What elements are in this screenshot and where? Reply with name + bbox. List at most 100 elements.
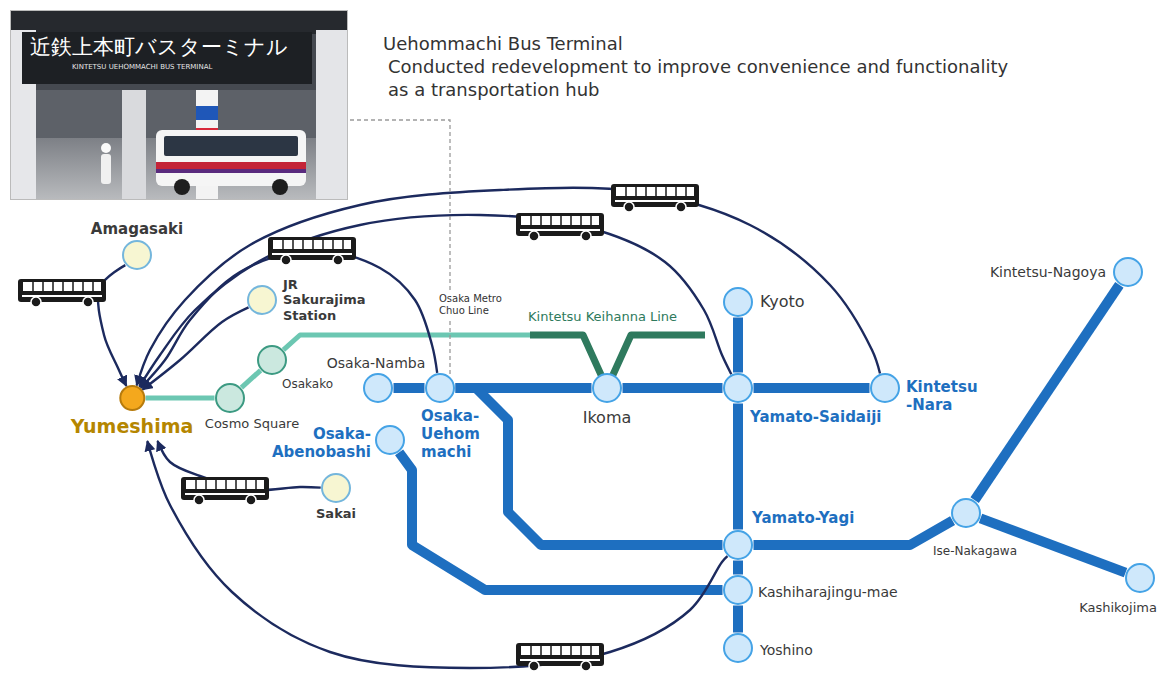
bus-icon xyxy=(181,477,269,505)
column-stripe xyxy=(196,106,218,120)
station-node: Yoshino xyxy=(723,633,753,663)
station-node: Osaka-Namba xyxy=(363,373,393,403)
station-circle xyxy=(724,374,752,402)
bus-body xyxy=(156,130,306,186)
station-marker xyxy=(375,425,405,455)
photo-column xyxy=(316,30,348,200)
metro-line xyxy=(241,370,260,387)
station-name: Kyoto xyxy=(760,292,805,311)
station-marker xyxy=(723,633,753,663)
photo-frame xyxy=(11,11,348,200)
sign-board xyxy=(22,32,312,84)
station-marker xyxy=(122,240,152,270)
bus-icon xyxy=(516,643,604,671)
station-marker xyxy=(425,373,455,403)
bus-icon xyxy=(268,237,356,265)
station-name: Kashikojima xyxy=(1079,600,1157,616)
station-node: Ikoma xyxy=(592,373,622,403)
bus-stripe xyxy=(156,169,306,173)
destination-station: Yumeshima xyxy=(68,385,197,438)
station-circle xyxy=(724,576,752,604)
destination-name: Yumeshima xyxy=(71,415,194,438)
station-marker xyxy=(723,373,753,403)
kintetsu-line xyxy=(399,452,722,590)
bus-route-arrow xyxy=(137,188,880,386)
bus-icon xyxy=(516,213,604,241)
station-name: Yamato-Saidaiji xyxy=(750,408,881,426)
person-head xyxy=(101,143,111,153)
photo-background xyxy=(10,10,348,200)
kintetsu-line xyxy=(733,561,743,575)
sign-text: 近鉄上本町バスターミナル xyxy=(30,35,288,60)
station-circle xyxy=(1114,258,1142,286)
station-circle xyxy=(1126,564,1154,592)
station-node: Kintetsu-Nagoya xyxy=(1113,257,1143,287)
station-node: Yamato-Saidaiji xyxy=(723,373,753,403)
callout-title: Uehommachi Bus Terminal xyxy=(383,33,623,55)
bus-stripe xyxy=(156,162,306,169)
station-marker xyxy=(363,373,393,403)
kintetsu-line xyxy=(733,606,743,633)
bus-wheel xyxy=(174,179,190,195)
station-circle xyxy=(364,374,392,402)
station-node: Kintetsu -Nara xyxy=(870,373,900,403)
station-circle xyxy=(871,374,899,402)
bus-icon xyxy=(18,279,106,307)
station-node: Cosmo Square xyxy=(215,383,245,413)
station-marker xyxy=(723,530,753,560)
kintetsu-line xyxy=(754,383,870,393)
bus-window xyxy=(164,136,298,156)
station-circle xyxy=(376,426,404,454)
station-marker xyxy=(1113,257,1143,287)
bus-wheel xyxy=(272,179,288,195)
station-name: Yamato-Yagi xyxy=(752,509,854,527)
station-name: Osaka-Namba xyxy=(327,355,426,372)
station-node: Amagasaki xyxy=(122,240,152,270)
station-circle xyxy=(248,286,276,314)
metro-line xyxy=(283,335,600,374)
bus-route-arrow xyxy=(143,307,249,389)
station-node: Kashikojima xyxy=(1125,563,1155,593)
line-name: Kintetsu Keihanna Line xyxy=(528,309,677,325)
station-name: Yoshino xyxy=(760,642,813,659)
kintetsu-line xyxy=(733,404,743,530)
leader-line xyxy=(350,120,450,375)
station-name: Osakako xyxy=(282,377,333,391)
station-name: Ikoma xyxy=(583,408,632,427)
station-circle xyxy=(952,499,980,527)
photo-ceiling xyxy=(10,10,348,34)
station-node: Osaka- Abenobashi xyxy=(375,425,405,455)
station-node: Osaka- Uehom machi xyxy=(425,373,455,403)
station-marker xyxy=(257,345,287,375)
station-node: Ise-Nakagawa xyxy=(951,498,981,528)
station-name: Kintetsu-Nagoya xyxy=(990,264,1106,281)
station-node: JR Sakurajima Station xyxy=(247,285,277,315)
station-marker xyxy=(215,383,245,413)
station-circle xyxy=(593,374,621,402)
station-name: Kintetsu -Nara xyxy=(906,378,980,414)
station-circle xyxy=(724,634,752,662)
kintetsu-line xyxy=(394,383,425,393)
bus-route-arrow xyxy=(139,215,731,387)
station-marker xyxy=(723,575,753,605)
station-marker xyxy=(870,373,900,403)
metro-line xyxy=(146,396,215,401)
station-marker xyxy=(321,473,351,503)
station-node: Kashiharajingu-mae xyxy=(723,575,753,605)
station-marker xyxy=(951,498,981,528)
sign-text: KINTETSU UEHOMMACHI BUS TERMINAL xyxy=(72,63,212,71)
station-name: Amagasaki xyxy=(91,220,183,238)
station-circle xyxy=(426,374,454,402)
kintetsu-line xyxy=(456,388,723,545)
photo-column xyxy=(122,90,146,200)
callout-note: Conducted redevelopment to improve conve… xyxy=(388,56,1028,101)
station-name: Osaka- Uehom machi xyxy=(421,407,482,461)
bus-route-arrow xyxy=(147,441,727,668)
station-node: Yamato-Yagi xyxy=(723,530,753,560)
station-name: Sakai xyxy=(316,506,356,522)
station-name: Ise-Nakagawa xyxy=(933,544,1017,558)
kintetsu-line xyxy=(733,318,743,373)
